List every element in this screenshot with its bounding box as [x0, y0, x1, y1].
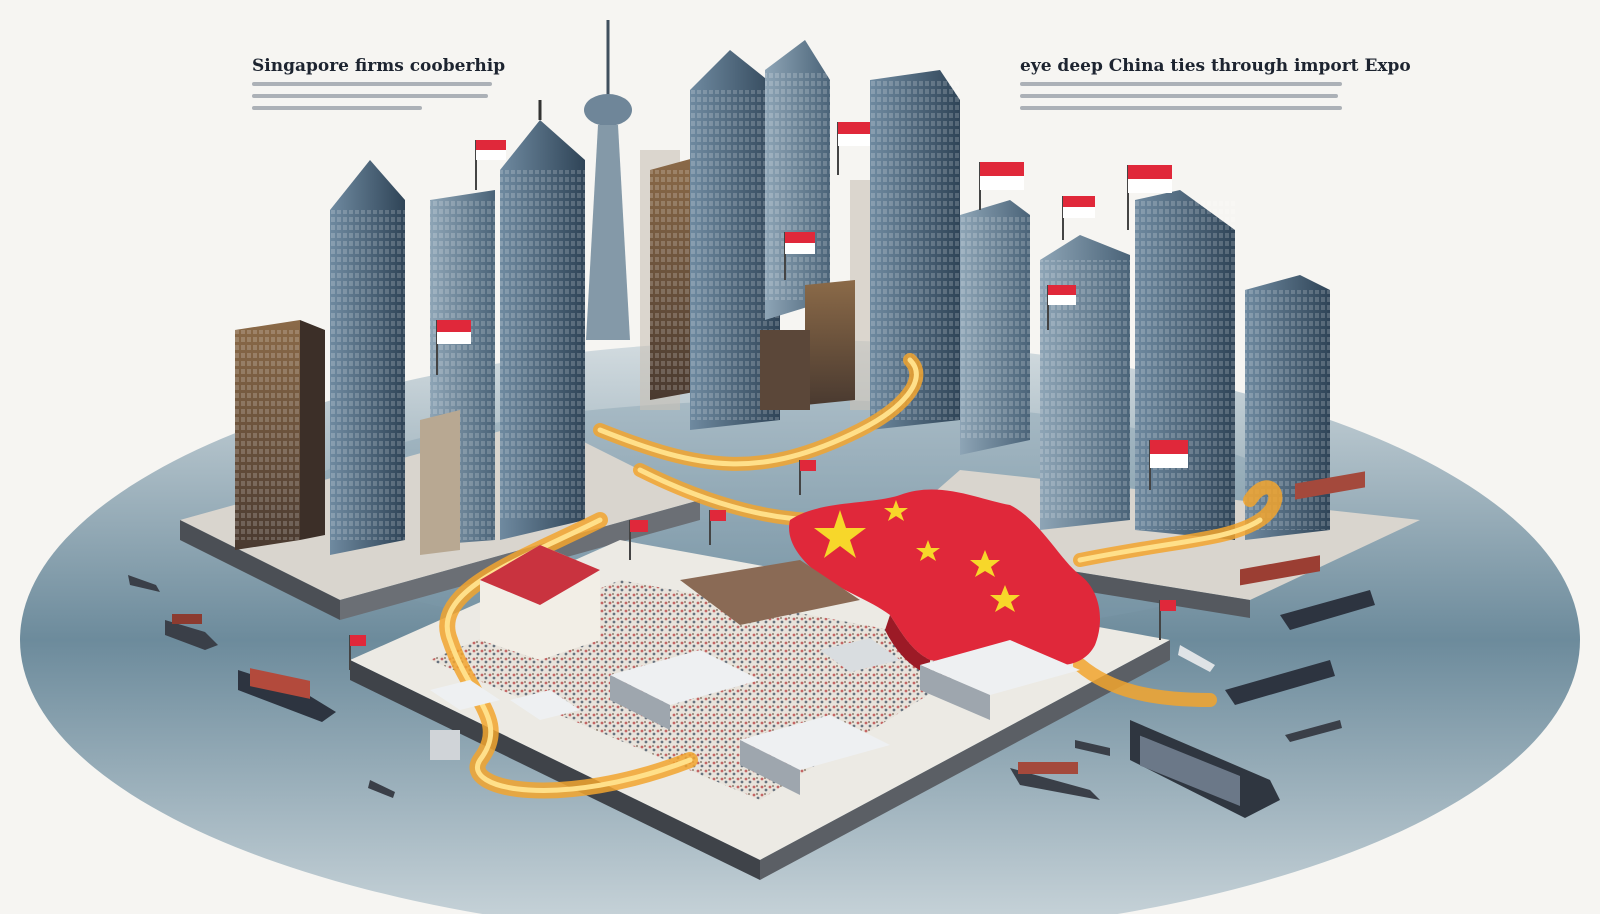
- singapore-flag-icon: [837, 122, 870, 175]
- container-ship-icon: [1010, 762, 1100, 800]
- headline-left: Singapore firms cooberhip: [252, 56, 506, 76]
- star-icon: [970, 550, 1000, 577]
- expo-halls: [430, 545, 1080, 795]
- skyline-right: [960, 190, 1330, 540]
- skyline-left: [235, 100, 585, 555]
- singapore-flag-icon: [1047, 285, 1076, 330]
- star-icon: [814, 510, 866, 558]
- article-text-right: [1020, 82, 1342, 118]
- singapore-flag-icon: [475, 140, 506, 190]
- china-flag-icon: [349, 635, 366, 670]
- singapore-flag-icon: [436, 320, 471, 375]
- singapore-flag-icon: [1062, 196, 1095, 240]
- star-icon: [884, 500, 908, 521]
- singapore-flag-icon: [1149, 440, 1188, 490]
- star-icon: [990, 585, 1020, 612]
- article-text-left: [252, 82, 492, 118]
- singapore-flag-icon: [784, 232, 815, 280]
- china-map: [789, 489, 1100, 675]
- china-flag-icon: [629, 520, 648, 560]
- container-ship-icon: [1178, 645, 1215, 672]
- ships: [128, 471, 1375, 818]
- container-ship-icon: [368, 780, 395, 798]
- container-ship-icon: [165, 614, 218, 650]
- container-ship-icon: [1285, 720, 1342, 742]
- container-ship-icon: [238, 668, 336, 722]
- container-ship-icon: [1280, 471, 1375, 630]
- container-ship-icon: [1075, 740, 1110, 756]
- container-ship-icon: [1225, 555, 1335, 705]
- star-icon: [916, 540, 940, 561]
- container-ship-icon: [128, 575, 160, 592]
- china-flag-icon: [799, 460, 816, 495]
- flags: [349, 122, 1188, 670]
- china-flag-icon: [709, 510, 726, 545]
- tv-tower: [584, 20, 632, 340]
- container-ship-icon: [1130, 720, 1280, 818]
- headline-right: eye deep China ties through import Expo: [1020, 56, 1411, 76]
- skyline-center: [650, 40, 960, 430]
- singapore-flag-icon: [979, 162, 1024, 210]
- singapore-flag-icon: [1127, 165, 1172, 230]
- china-flag-icon: [1159, 600, 1176, 640]
